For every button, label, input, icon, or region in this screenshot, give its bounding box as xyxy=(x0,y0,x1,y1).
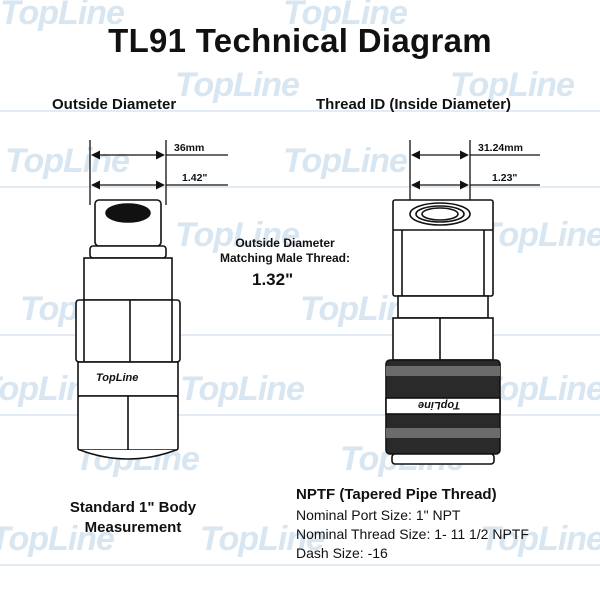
female-coupler-fitting xyxy=(385,199,501,465)
left-caption-line2: Measurement xyxy=(84,519,182,536)
watermark-logo: TopLine xyxy=(450,66,575,104)
watermark-logo: TopLine xyxy=(0,0,125,32)
watermark-logo: TopLine xyxy=(175,216,300,254)
watermark-logo: TopLine xyxy=(283,142,408,180)
right-heading: Thread ID (Inside Diameter) xyxy=(316,96,512,113)
watermark-logo: TopLine xyxy=(0,520,115,558)
left-dim-in: 1.42" xyxy=(182,172,208,184)
spec-line: Nominal Port Size: 1" NPT xyxy=(296,507,461,523)
watermark-stripe xyxy=(0,414,600,416)
watermark-logo: TopLine xyxy=(283,0,408,32)
spec-line: Dash Size: -16 xyxy=(296,545,388,561)
right-dim-in: 1.23" xyxy=(492,172,518,184)
center-value: 1.32" xyxy=(252,270,294,289)
center-note-line2: Matching Male Thread: xyxy=(219,251,350,265)
left-caption: Standard 1" Body Measurement xyxy=(58,498,208,538)
watermark-logo: TopLine xyxy=(175,66,300,104)
watermark-logo: TopLine xyxy=(5,142,130,180)
center-note: Outside Diameter Matching Male Thread: xyxy=(200,236,370,266)
watermark-stripe xyxy=(0,564,600,566)
watermark-stripe xyxy=(0,186,600,188)
left-body-logo: TopLine xyxy=(96,372,139,384)
right-body-logo: TopLine xyxy=(418,399,461,411)
left-dim-mm: 36mm xyxy=(174,142,205,154)
page-title: TL91 Technical Diagram xyxy=(108,22,492,59)
right-dim-mm: 31.24mm xyxy=(478,142,523,154)
left-caption-line1: Standard 1" Body xyxy=(69,499,197,516)
left-heading: Outside Diameter xyxy=(52,96,177,113)
male-plug-fitting xyxy=(75,199,181,460)
left-dimension-lines xyxy=(89,140,228,205)
watermark-logo: TopLine xyxy=(180,370,305,408)
watermark-logo: TopLine xyxy=(480,216,600,254)
watermark-logo: TopLine xyxy=(480,520,600,558)
spec-title: NPTF (Tapered Pipe Thread) xyxy=(296,486,497,503)
watermark-stripe xyxy=(0,334,600,336)
spec-line: Nominal Thread Size: 1- 11 1/2 NPTF xyxy=(296,526,529,542)
center-note-line1: Outside Diameter xyxy=(235,236,335,250)
watermark-stripe xyxy=(0,110,600,112)
watermark-logo: TopLine xyxy=(200,520,325,558)
